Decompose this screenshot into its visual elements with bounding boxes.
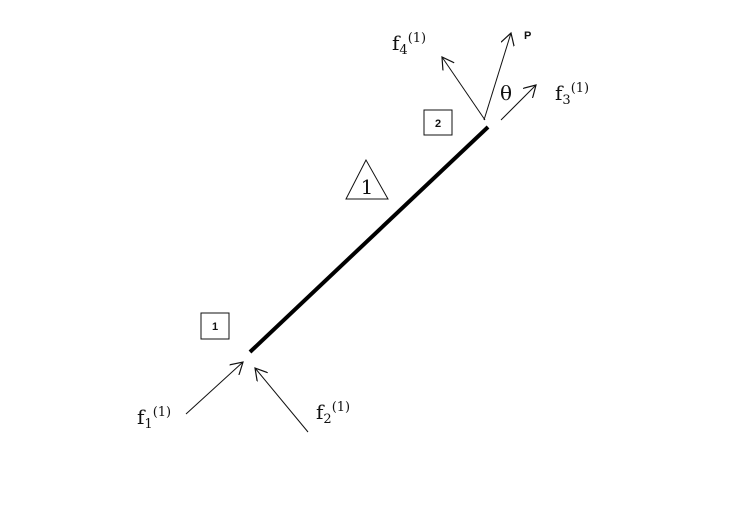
- node-1-number: 1: [212, 321, 218, 333]
- node-1-box: 1: [200, 312, 230, 340]
- force-f1-arrow: [185, 362, 243, 415]
- angle-theta-label: θ: [500, 81, 512, 105]
- node-2-box: 2: [423, 109, 453, 136]
- force-f4-arrow: [442, 57, 486, 121]
- load-p-label: P: [524, 30, 531, 42]
- force-f3-label: f3(1): [555, 81, 589, 108]
- load-p-arrow: [483, 33, 511, 121]
- element-number: 1: [361, 175, 374, 199]
- element-number-triangle: 1: [345, 158, 389, 200]
- force-f2-label: f2(1): [316, 400, 350, 427]
- force-f4-label: f4(1): [392, 31, 426, 58]
- node-2-number: 2: [435, 118, 441, 130]
- force-f1-label: f1(1): [137, 405, 171, 432]
- force-f3-arrow: [500, 85, 536, 121]
- force-f2-arrow: [255, 368, 309, 433]
- element-bar: [248, 125, 490, 354]
